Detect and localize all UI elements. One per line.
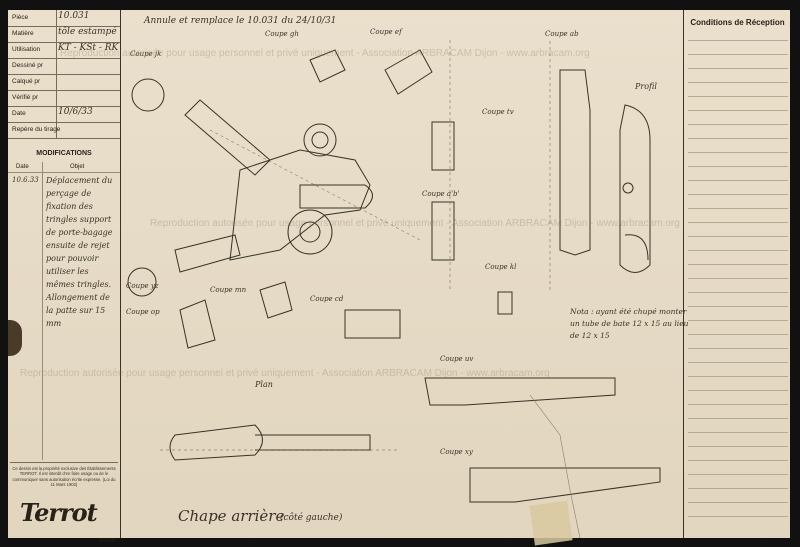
upper-arm (184, 99, 271, 176)
reception-rule (688, 460, 788, 461)
reception-rule (688, 180, 788, 181)
reception-rule (688, 446, 788, 447)
reception-rule (688, 152, 788, 153)
reception-rule (688, 320, 788, 321)
lower-arm (174, 234, 241, 273)
reception-rule (688, 40, 788, 41)
label-coupe-ab: Coupe ab (545, 30, 579, 38)
label-plan: Plan (255, 380, 273, 389)
reception-rule (688, 334, 788, 335)
reception-rule (688, 432, 788, 433)
section-gh (131, 78, 165, 112)
reception-rule (688, 488, 788, 489)
reception-rule (688, 376, 788, 377)
modifications-heading: MODIFICATIONS (36, 150, 92, 157)
reception-rule (688, 404, 788, 405)
reception-column: Conditions de Réception (683, 10, 791, 538)
label-coupe-yz: Coupe yz (126, 282, 159, 290)
modifications-divider (42, 162, 43, 460)
part-name: Chape arrière (178, 507, 285, 525)
section-uv (424, 377, 616, 406)
reception-rule (688, 362, 788, 363)
label-coupe-a2b2: Coupe a'b' (422, 190, 460, 198)
section-cd (344, 309, 401, 339)
reception-rule (688, 194, 788, 195)
profile-view (619, 104, 651, 273)
field-calque: Calqué pr (8, 74, 120, 91)
reception-rule (688, 306, 788, 307)
watermark: Reproduction autorisée pour usage person… (60, 48, 590, 59)
legal-notice: Ce dessin est la propriété exclusive des… (10, 462, 118, 488)
reception-rule (688, 390, 788, 391)
drawing-sheet (8, 10, 790, 538)
hub-circle (303, 123, 337, 157)
section-xy (469, 467, 661, 503)
drawing-svg (127, 40, 661, 538)
field-dessine: Dessiné pr (8, 58, 120, 75)
reception-rule (688, 138, 788, 139)
modification-text: Déplacement du perçage de fixation des t… (46, 176, 113, 328)
reception-rule (688, 292, 788, 293)
reception-rule (688, 418, 788, 419)
reception-heading: Conditions de Réception (690, 18, 785, 27)
label-coupe-kl: Coupe kl (485, 263, 517, 271)
section-a2b2 (559, 69, 591, 256)
terrot-logo: Terrot (20, 498, 98, 527)
reception-rule (688, 110, 788, 111)
field-repere: Repère du tirage (8, 122, 120, 139)
paper-crack (529, 394, 581, 538)
reception-rule (688, 516, 788, 517)
reception-rule (688, 502, 788, 503)
chape-body (229, 149, 371, 261)
label-coupe-xy: Coupe xy (440, 448, 473, 456)
reception-rule (688, 222, 788, 223)
reception-rule (688, 96, 788, 97)
watermark: Reproduction autorisée pour usage person… (150, 218, 680, 229)
modifications-rule (8, 172, 120, 173)
reception-rule (688, 250, 788, 251)
label-coupe-uv: Coupe uv (440, 355, 474, 363)
reception-rule (688, 236, 788, 237)
lower-boss (287, 209, 333, 255)
reception-rule (688, 68, 788, 69)
paper-stain (8, 320, 22, 356)
reception-rule (688, 82, 788, 83)
reception-rule (688, 54, 788, 55)
technical-drawing: Annule et remplace le 10.031 du 24/10/31 (120, 10, 688, 538)
label-coupe-mn: Coupe mn (210, 286, 247, 294)
col-objet: Objet (70, 164, 85, 170)
label-coupe-jk: Coupe jk (130, 50, 162, 58)
reception-rule (688, 278, 788, 279)
label-coupe-ef: Coupe ef (370, 28, 402, 36)
label-coupe-tv: Coupe tv (482, 108, 514, 116)
col-date: Date (16, 164, 29, 170)
reception-rule (688, 474, 788, 475)
label-coupe-gh: Coupe gh (265, 30, 299, 38)
section-yz (127, 267, 157, 297)
label-coupe-cd: Coupe cd (310, 295, 344, 303)
nota-note: Nota : ayant été chupé monter un tube de… (570, 307, 689, 340)
label-profil: Profil (635, 82, 657, 91)
field-verifie: Vérifié pr (8, 90, 120, 107)
modification-date: 10.6.33 (12, 176, 39, 184)
tape-patch (529, 500, 573, 546)
reception-rule (688, 166, 788, 167)
city-label: DIJON (100, 538, 115, 544)
label-coupe-op: Coupe op (126, 308, 160, 316)
reception-rule (688, 208, 788, 209)
reception-rule (688, 264, 788, 265)
plan-view (169, 424, 263, 461)
supersedes-note: Annule et remplace le 10.031 du 24/10/31 (144, 16, 337, 26)
watermark: Reproduction autorisée pour usage person… (20, 368, 550, 379)
reception-rule (688, 348, 788, 349)
part-side: (côté gauche) (280, 513, 343, 523)
reception-rule (688, 124, 788, 125)
